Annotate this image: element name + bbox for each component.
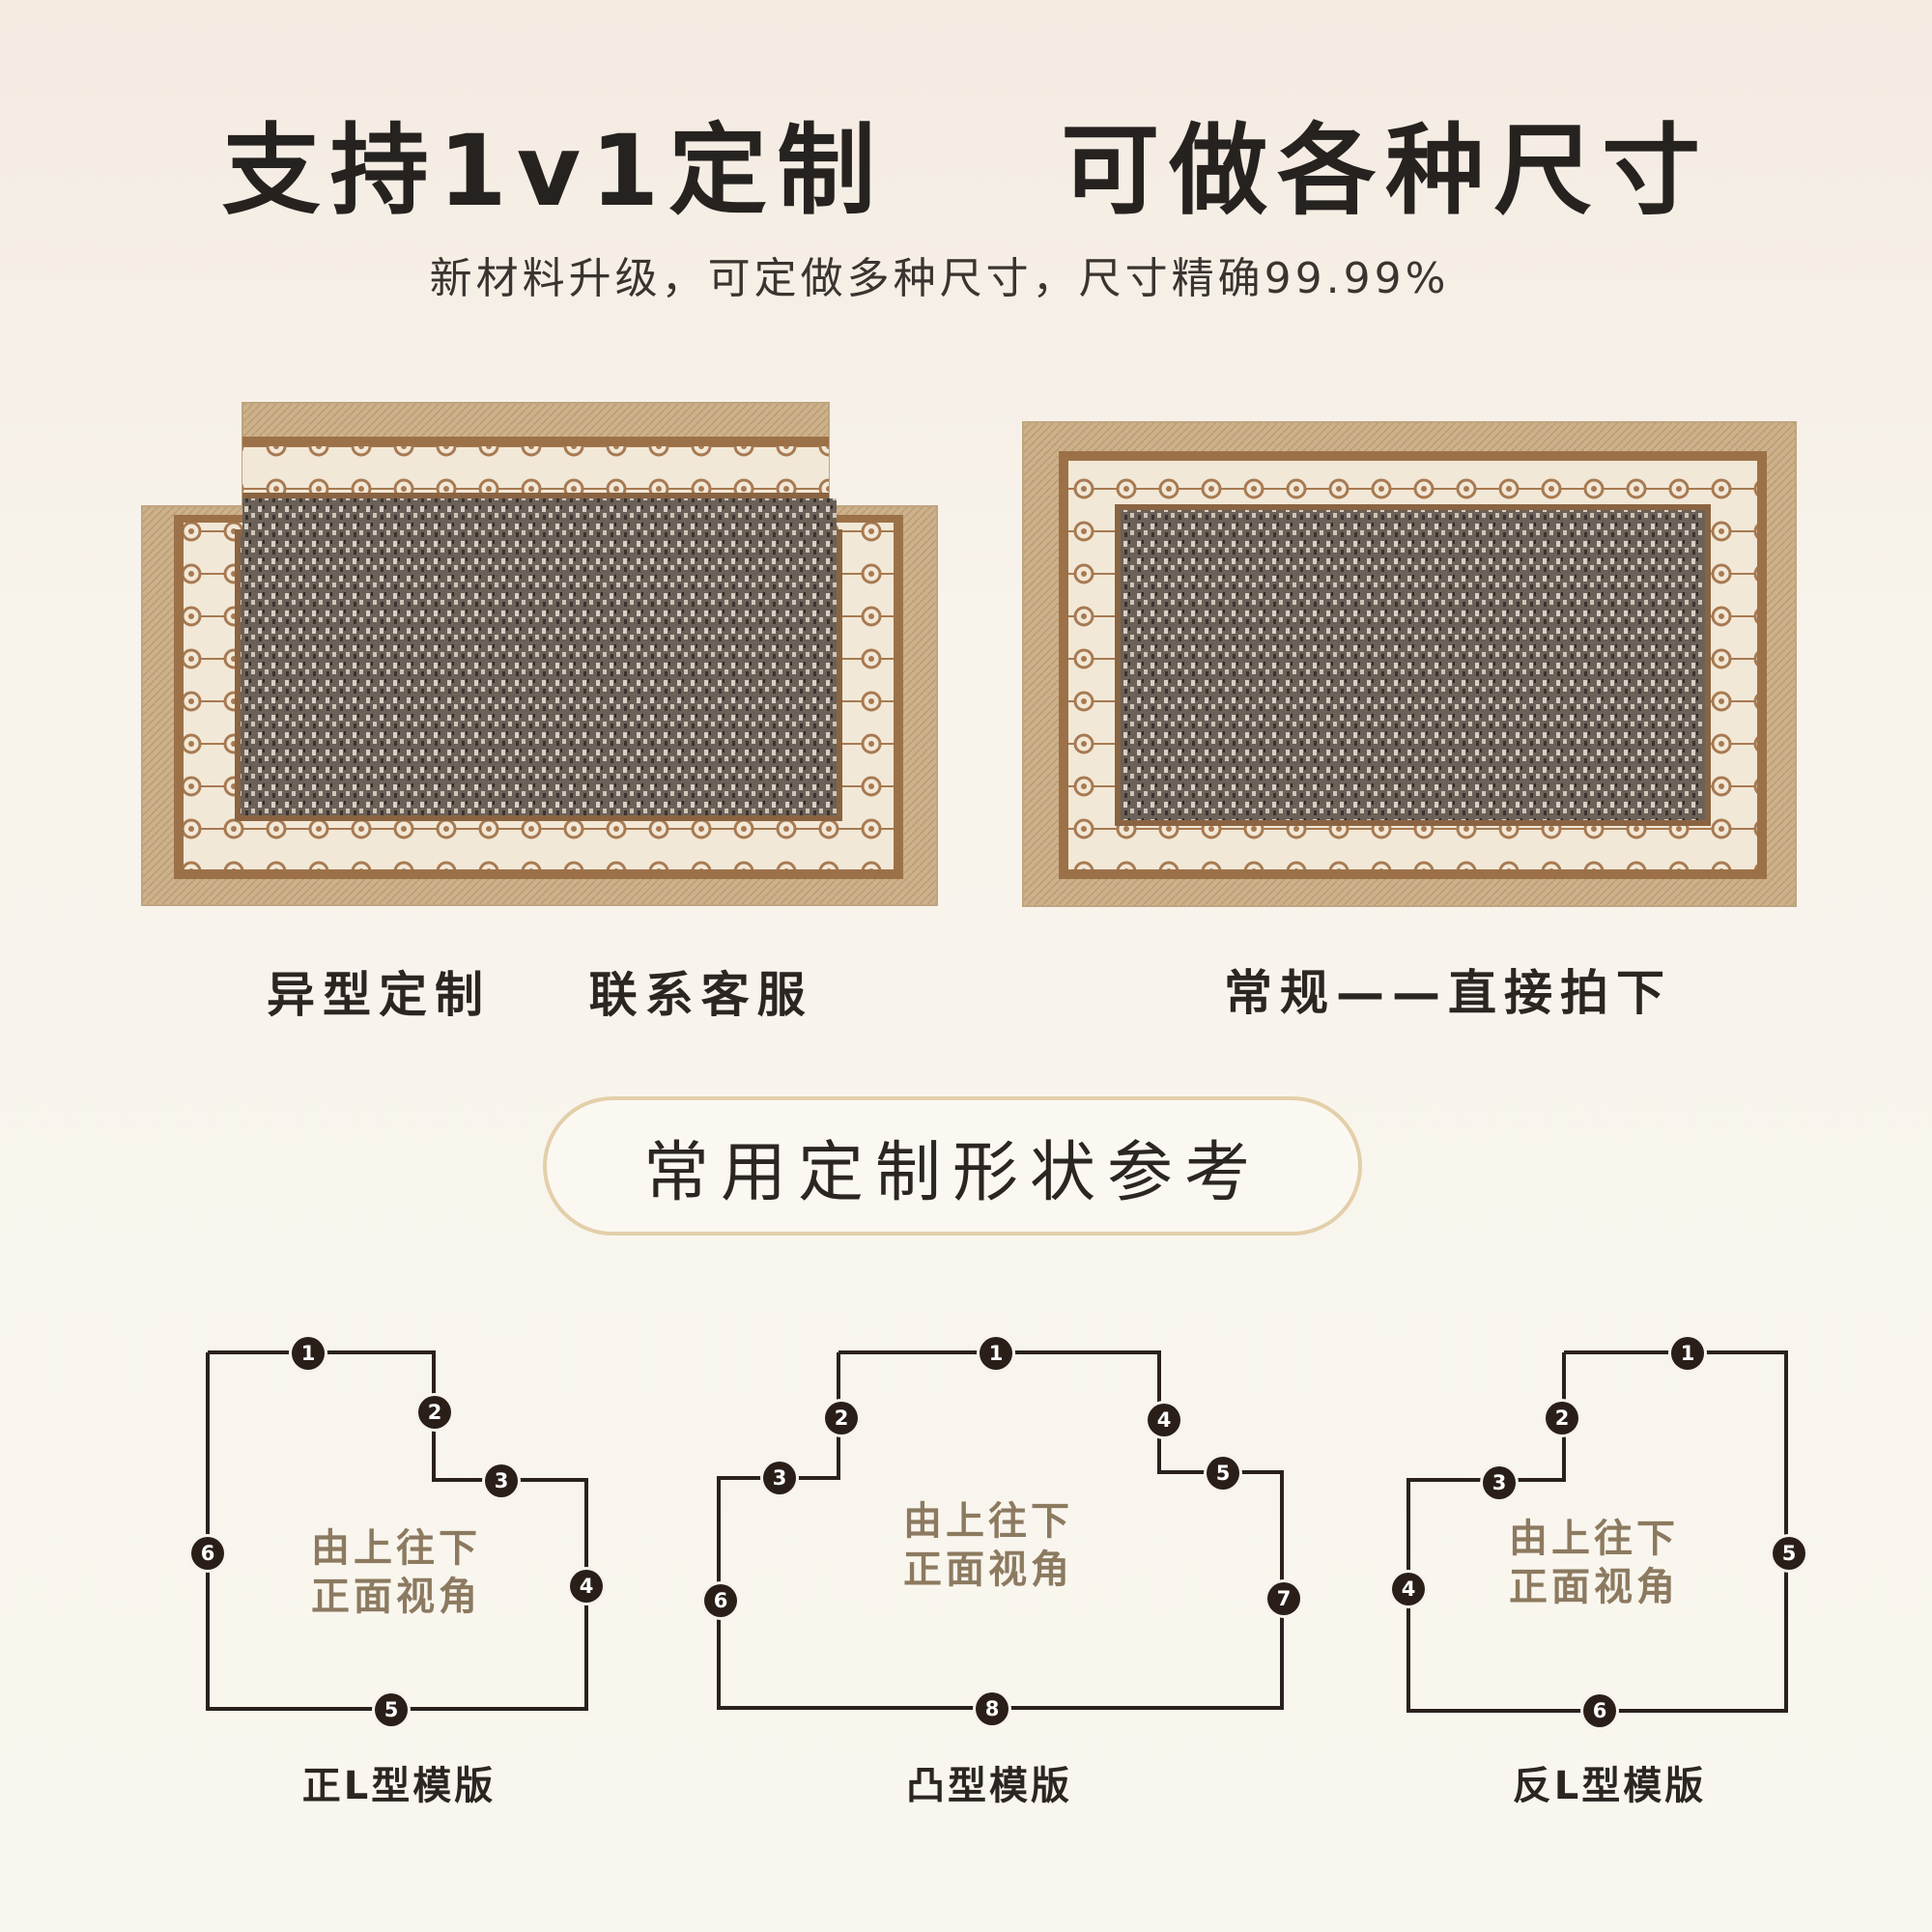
edge-marker-2-6: 6 bbox=[704, 1584, 737, 1617]
edge-marker-3-4: 4 bbox=[1392, 1573, 1425, 1605]
page-subtitle: 新材料升级，可定做多种尺寸，尺寸精确99.99% bbox=[429, 254, 1450, 303]
l-shape-view-note: 由上往下 正面视角 bbox=[311, 1526, 481, 1619]
edge-marker-3-6: 6 bbox=[1583, 1694, 1616, 1727]
regular-rug-caption: 常规——直接拍下 bbox=[1224, 965, 1672, 1021]
edge-marker-3-5: 5 bbox=[1773, 1537, 1805, 1570]
edge-marker-1-2: 2 bbox=[418, 1396, 451, 1429]
edge-marker-1-4: 4 bbox=[570, 1570, 603, 1603]
edge-marker-2-8: 8 bbox=[976, 1692, 1009, 1725]
reference-heading-pill: 常用定制形状参考 bbox=[543, 1096, 1362, 1236]
edge-marker-1-5: 5 bbox=[375, 1693, 408, 1726]
edge-marker-3-2: 2 bbox=[1546, 1402, 1578, 1435]
l-shape-label: 正L型模版 bbox=[301, 1764, 497, 1808]
reverse-l-shape-outline bbox=[1406, 1350, 1788, 1713]
custom-rug-caption: 异型定制 联系客服 bbox=[267, 967, 813, 1023]
edge-marker-2-5: 5 bbox=[1207, 1457, 1239, 1490]
l-shape-outline bbox=[206, 1350, 588, 1711]
edge-marker-3-3: 3 bbox=[1483, 1466, 1516, 1499]
edge-marker-2-1: 1 bbox=[980, 1337, 1012, 1370]
convex-shape-label: 凸型模版 bbox=[906, 1764, 1072, 1808]
custom-shape-rug bbox=[141, 402, 938, 906]
edge-marker-2-3: 3 bbox=[763, 1462, 796, 1494]
reverse-l-shape-label: 反L型模版 bbox=[1512, 1764, 1707, 1808]
reference-heading-label: 常用定制形状参考 bbox=[642, 1134, 1262, 1211]
edge-marker-2-2: 2 bbox=[825, 1402, 858, 1435]
edge-marker-2-7: 7 bbox=[1267, 1582, 1300, 1615]
edge-marker-2-4: 4 bbox=[1148, 1404, 1180, 1436]
edge-marker-1-6: 6 bbox=[191, 1537, 224, 1570]
page-title: 支持1v1定制 可做各种尺寸 bbox=[221, 114, 1711, 229]
edge-marker-1-3: 3 bbox=[485, 1464, 518, 1497]
reverse-l-shape-view-note: 由上往下 正面视角 bbox=[1509, 1517, 1679, 1609]
edge-marker-1-1: 1 bbox=[292, 1337, 325, 1370]
regular-rug bbox=[1022, 421, 1797, 907]
convex-shape-outline bbox=[717, 1350, 1284, 1710]
edge-marker-3-1: 1 bbox=[1671, 1337, 1704, 1370]
convex-shape-view-note: 由上往下 正面视角 bbox=[903, 1499, 1073, 1592]
